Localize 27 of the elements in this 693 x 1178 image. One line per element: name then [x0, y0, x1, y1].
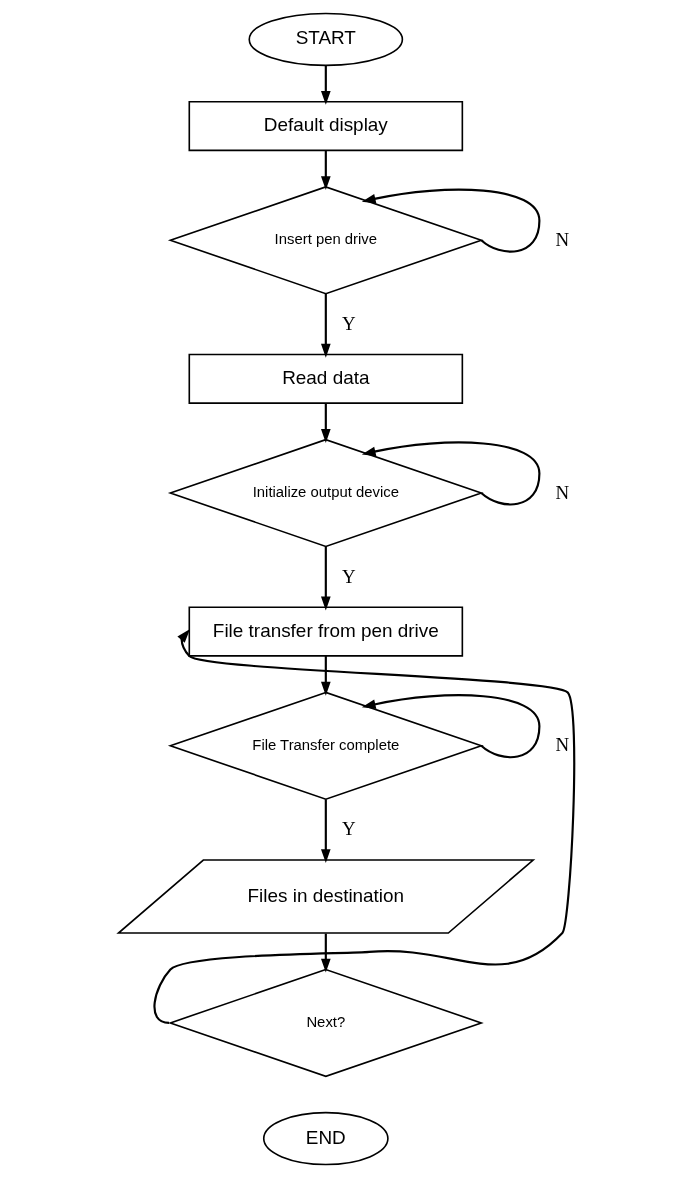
node-ellipse: END	[262, 1111, 389, 1166]
arrow	[361, 694, 541, 759]
node-diamond: Initialize output device	[167, 438, 484, 548]
arrow	[321, 546, 331, 611]
node-diamond: Insert pen drive	[167, 186, 484, 295]
node-box: Default display	[188, 100, 464, 152]
arrow	[153, 629, 576, 1024]
arrow	[321, 656, 331, 696]
arrow	[321, 799, 331, 863]
arrow	[321, 293, 331, 358]
edge-label: N	[555, 481, 570, 503]
arrow	[321, 403, 331, 443]
node-diamond: Next?	[167, 968, 484, 1078]
node-ellipse: START	[248, 12, 404, 67]
edge-label: Y	[342, 818, 356, 840]
arrow	[321, 65, 331, 105]
node-box: File transfer from pen drive	[188, 606, 464, 657]
edge-label: Y	[342, 565, 356, 587]
arrow	[361, 441, 541, 506]
edge-label: N	[555, 228, 570, 250]
arrow	[321, 933, 331, 973]
arrow	[321, 150, 331, 191]
node-box: Read data	[188, 353, 464, 404]
arrow	[361, 188, 541, 253]
node-diamond: File Transfer complete	[167, 691, 484, 801]
edge-label: Y	[342, 312, 356, 334]
edge-label: N	[555, 734, 570, 756]
